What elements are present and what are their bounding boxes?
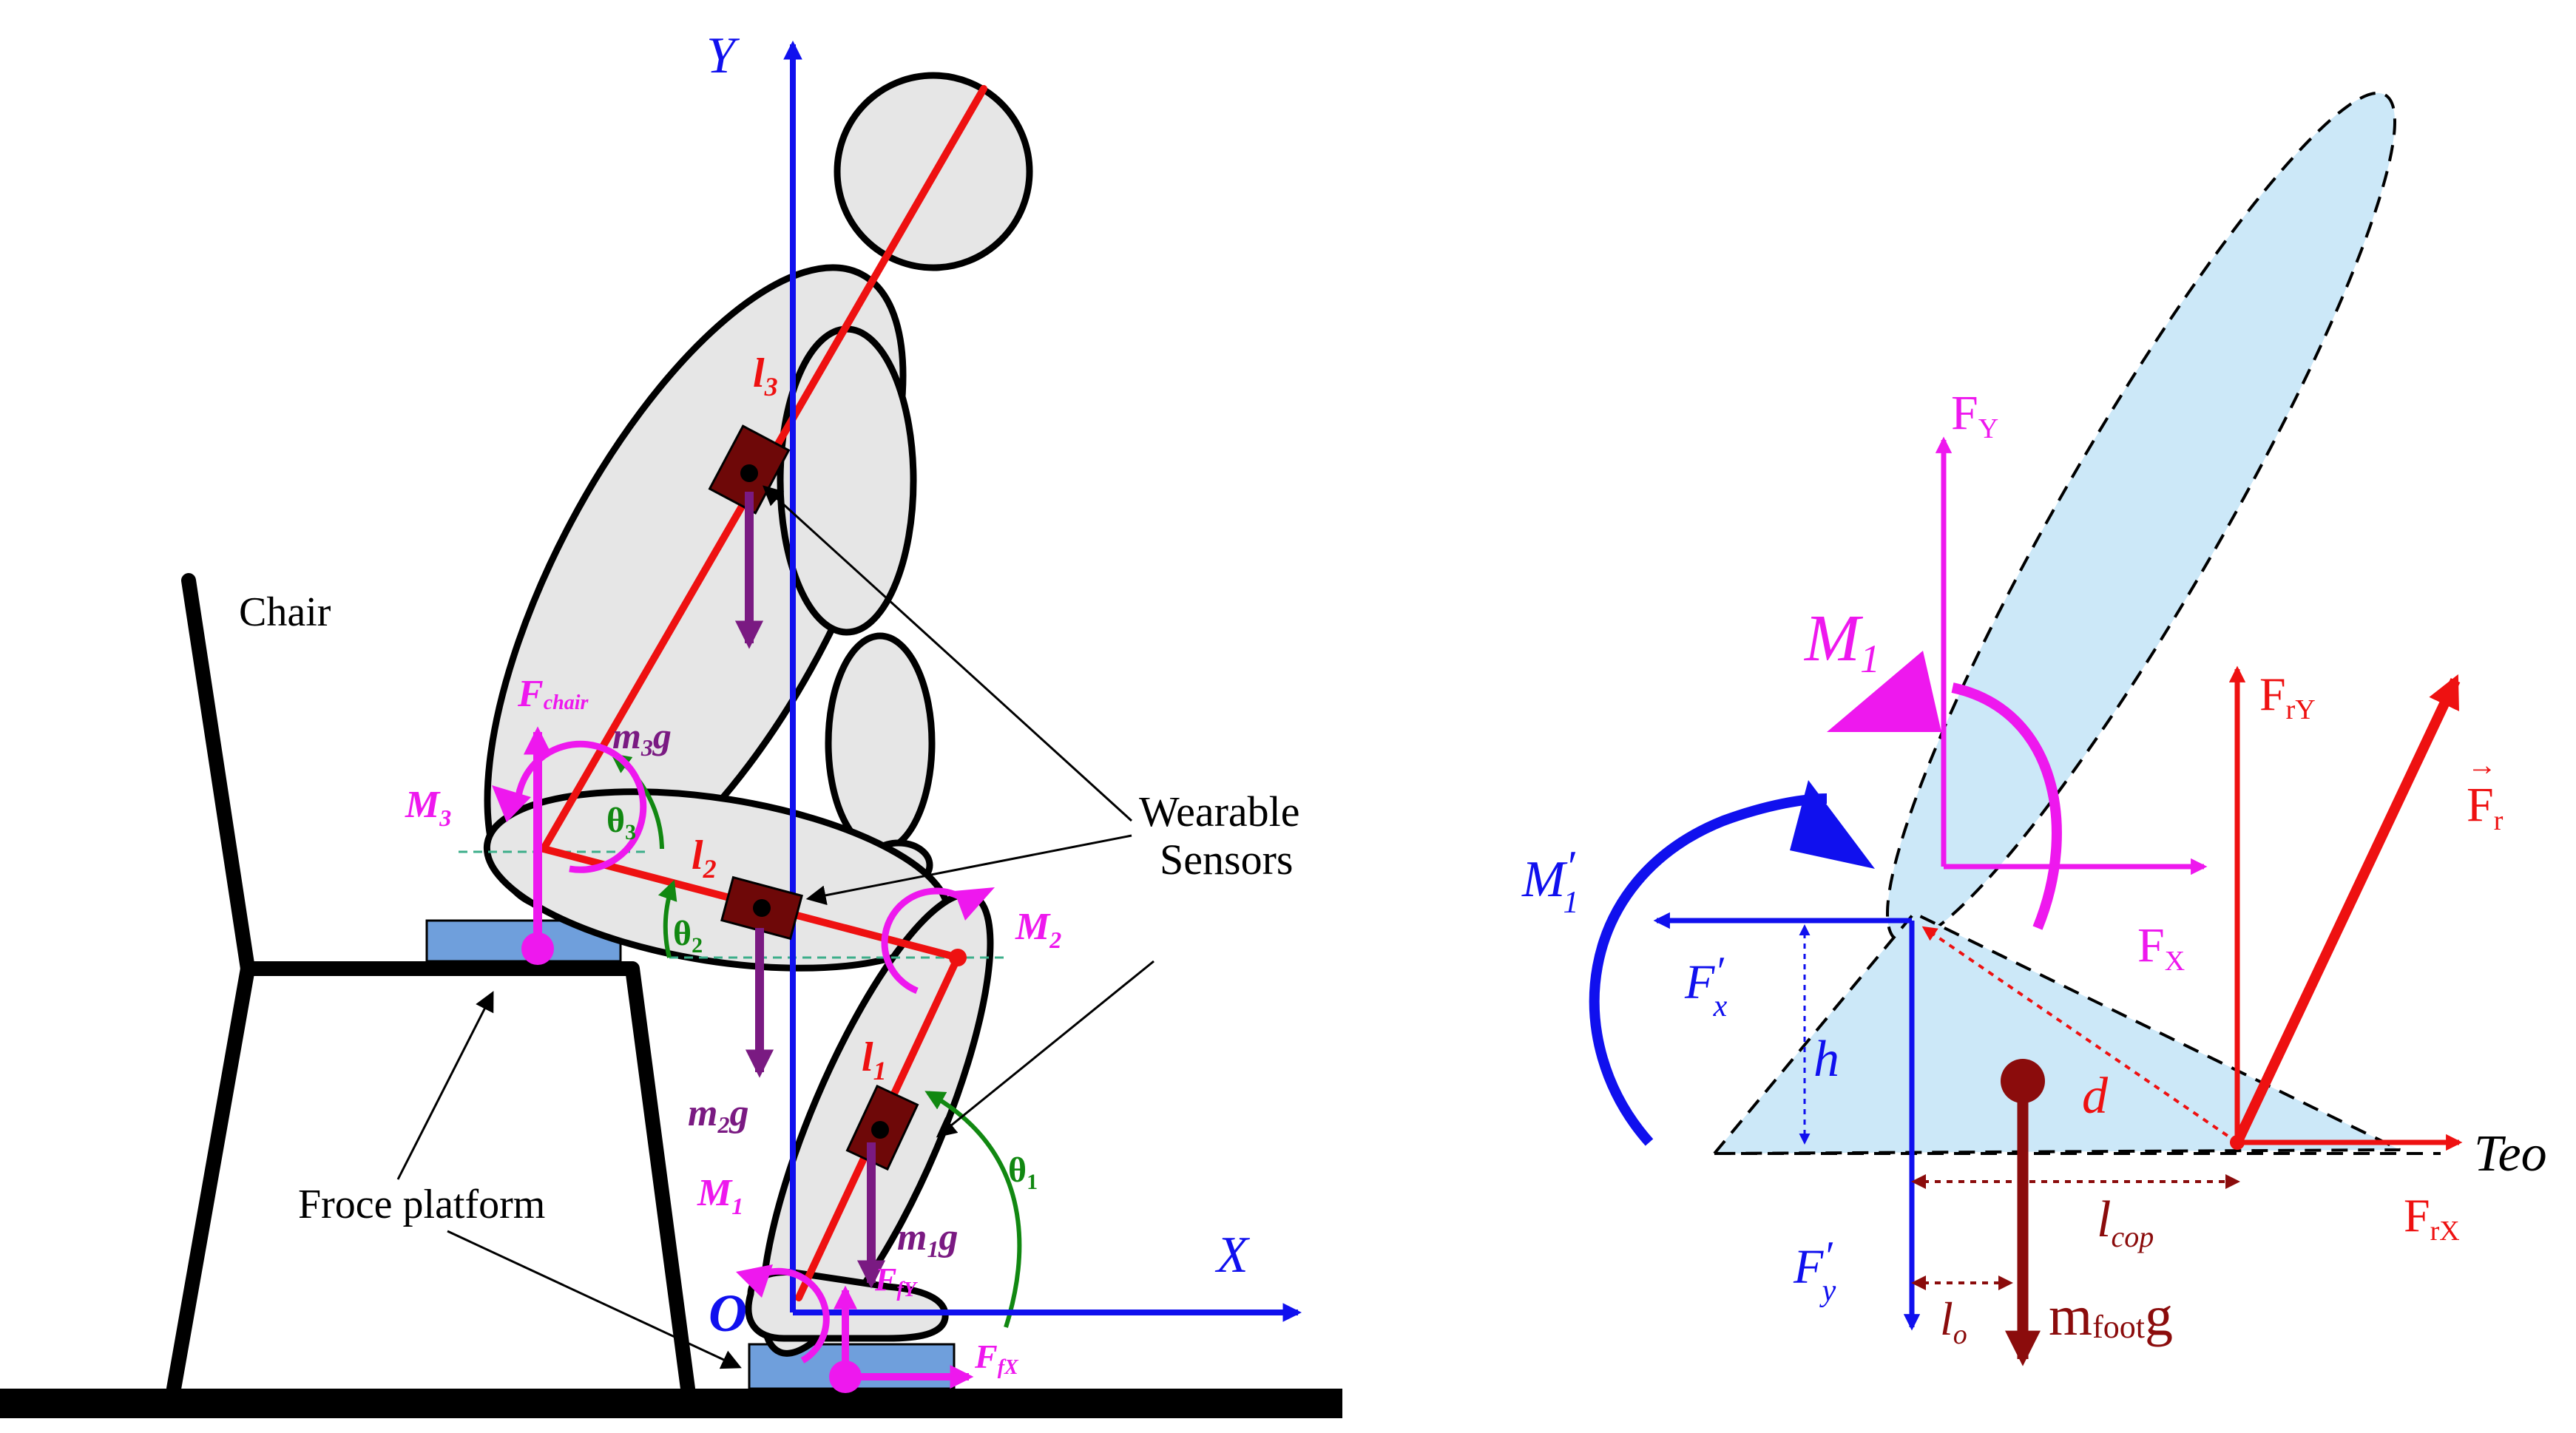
Teo-label: Teo (2474, 1125, 2547, 1182)
ffx-label: FfX (974, 1338, 1019, 1379)
M1-right-label: M1 (1803, 602, 1880, 681)
origin-label: O (709, 1284, 747, 1343)
theta1-label: θ1 (1008, 1151, 1038, 1194)
Fr-vector-mark: → (2467, 748, 2497, 782)
Fyp-label: F′y (1793, 1233, 1836, 1308)
FrY-label: FrY (2259, 668, 2316, 725)
l3-label: l3 (753, 350, 778, 402)
chair-label: Chair (239, 589, 331, 635)
foot-outline (1711, 911, 2401, 1156)
mass-point-icon (2001, 1059, 2045, 1103)
ground-bar (0, 1389, 1342, 1418)
right-panel: FY FX M1 M′1 F′x F′y h d FrY FrX Fr → Te… (1521, 91, 2547, 1366)
curved-arrow-icon (881, 887, 976, 995)
m1g-label: m1g (897, 1216, 958, 1262)
wearable-label: Wearable (1139, 787, 1300, 836)
mass-point-icon (740, 464, 758, 482)
Fr-label: Fr (2467, 778, 2504, 836)
FX-label: FX (2137, 918, 2185, 977)
theta2-arc (657, 879, 677, 958)
m3g-label: m3g (612, 715, 672, 761)
M1-left-label: M1 (697, 1172, 743, 1219)
chair (166, 573, 695, 1396)
lcop-label: lcop (2097, 1191, 2154, 1253)
ankle-forces (736, 1264, 974, 1393)
mass-point-icon (521, 932, 554, 965)
theta1-arc (924, 1091, 1022, 1328)
l2-label: l2 (692, 833, 717, 884)
M1p-moment-head (1790, 780, 1875, 869)
arm-upper (777, 325, 917, 636)
sensors-label: Sensors (1160, 836, 1293, 884)
h-label: h (1813, 1031, 1839, 1088)
M1-moment-head (1827, 651, 1941, 732)
d-dimension (1921, 926, 2239, 1144)
gravity-arrows (734, 492, 886, 1289)
cop-point (2230, 1135, 2245, 1150)
knee-moment (881, 887, 995, 995)
left-panel: Y X O Chair Wearable Sensors Froce platf… (0, 27, 1342, 1418)
chair-reaction (492, 726, 647, 965)
pointer-lines (396, 485, 1155, 1369)
theta2-label: θ2 (673, 914, 703, 958)
froce-platform-label: Froce platform (298, 1182, 545, 1227)
knee-joint (949, 949, 967, 966)
l1-label: l1 (862, 1034, 887, 1085)
FY-label: FY (1951, 386, 1998, 444)
arm-lower (825, 632, 936, 854)
FrX-label: FrX (2404, 1189, 2460, 1247)
M3-label: M3 (405, 784, 451, 831)
Fxp-label: F′x (1684, 949, 1728, 1023)
shank-outline (1886, 91, 2396, 944)
theta3-label: θ3 (606, 801, 636, 844)
M2-label: M2 (1015, 906, 1061, 953)
mass-point-icon (871, 1121, 889, 1139)
d-label: d (2082, 1068, 2109, 1125)
curved-arrow-icon (1951, 682, 2062, 930)
curved-arrow-icon (514, 740, 647, 873)
M1p-label: M′1 (1521, 842, 1578, 920)
ffy-label: FfY (874, 1261, 919, 1301)
m2g-label: m2g (688, 1092, 748, 1138)
curved-arrow-icon (1589, 793, 1828, 1146)
f-chair-label: Fchair (517, 673, 589, 715)
mfootg-label: mfootg (2049, 1285, 2173, 1347)
lo-label: lo (1940, 1293, 1967, 1350)
x-axis-label: X (1214, 1227, 1251, 1284)
mass-point-icon (753, 899, 771, 917)
y-axis-label: Y (706, 27, 740, 84)
mass-point-icon (829, 1361, 862, 1393)
Fr-arrow (2232, 674, 2461, 1145)
curved-arrow-icon (752, 1267, 830, 1363)
